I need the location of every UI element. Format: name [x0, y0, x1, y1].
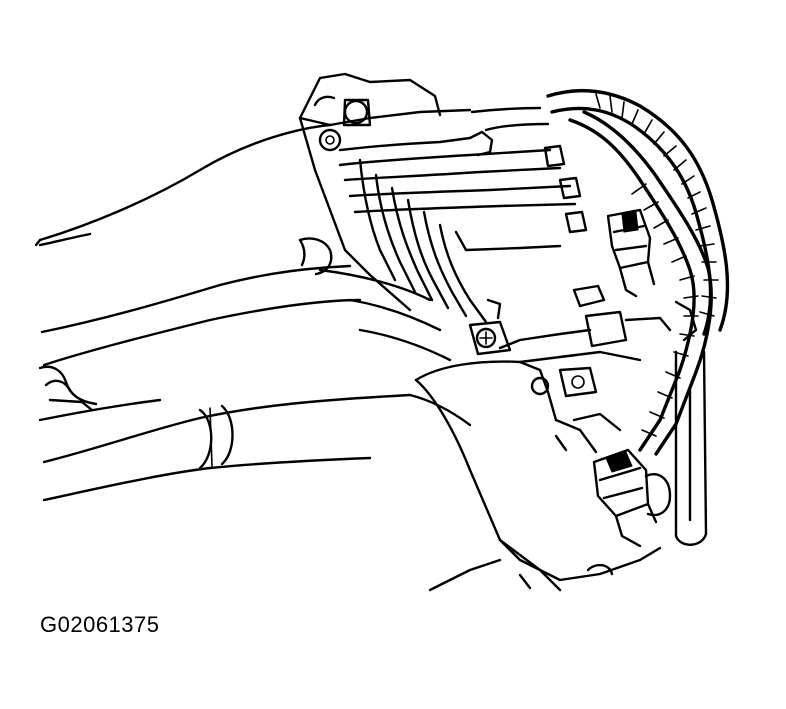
intake-runner-upper — [34, 123, 352, 334]
connecting-hoses — [318, 268, 472, 427]
lower-housing — [428, 412, 662, 592]
intake-runner-lower — [38, 298, 412, 502]
left-bracket — [38, 365, 98, 412]
vertical-pipe — [674, 350, 708, 546]
wiring-harness — [546, 88, 730, 456]
injector-clamps — [468, 144, 698, 356]
mounting-bracket — [414, 350, 642, 572]
fuel-rail-tubes — [338, 106, 577, 324]
figure-code: G02061375 — [40, 612, 160, 637]
manifold-housing — [298, 72, 472, 312]
lower-connector — [592, 448, 672, 548]
upper-connector — [606, 208, 656, 298]
